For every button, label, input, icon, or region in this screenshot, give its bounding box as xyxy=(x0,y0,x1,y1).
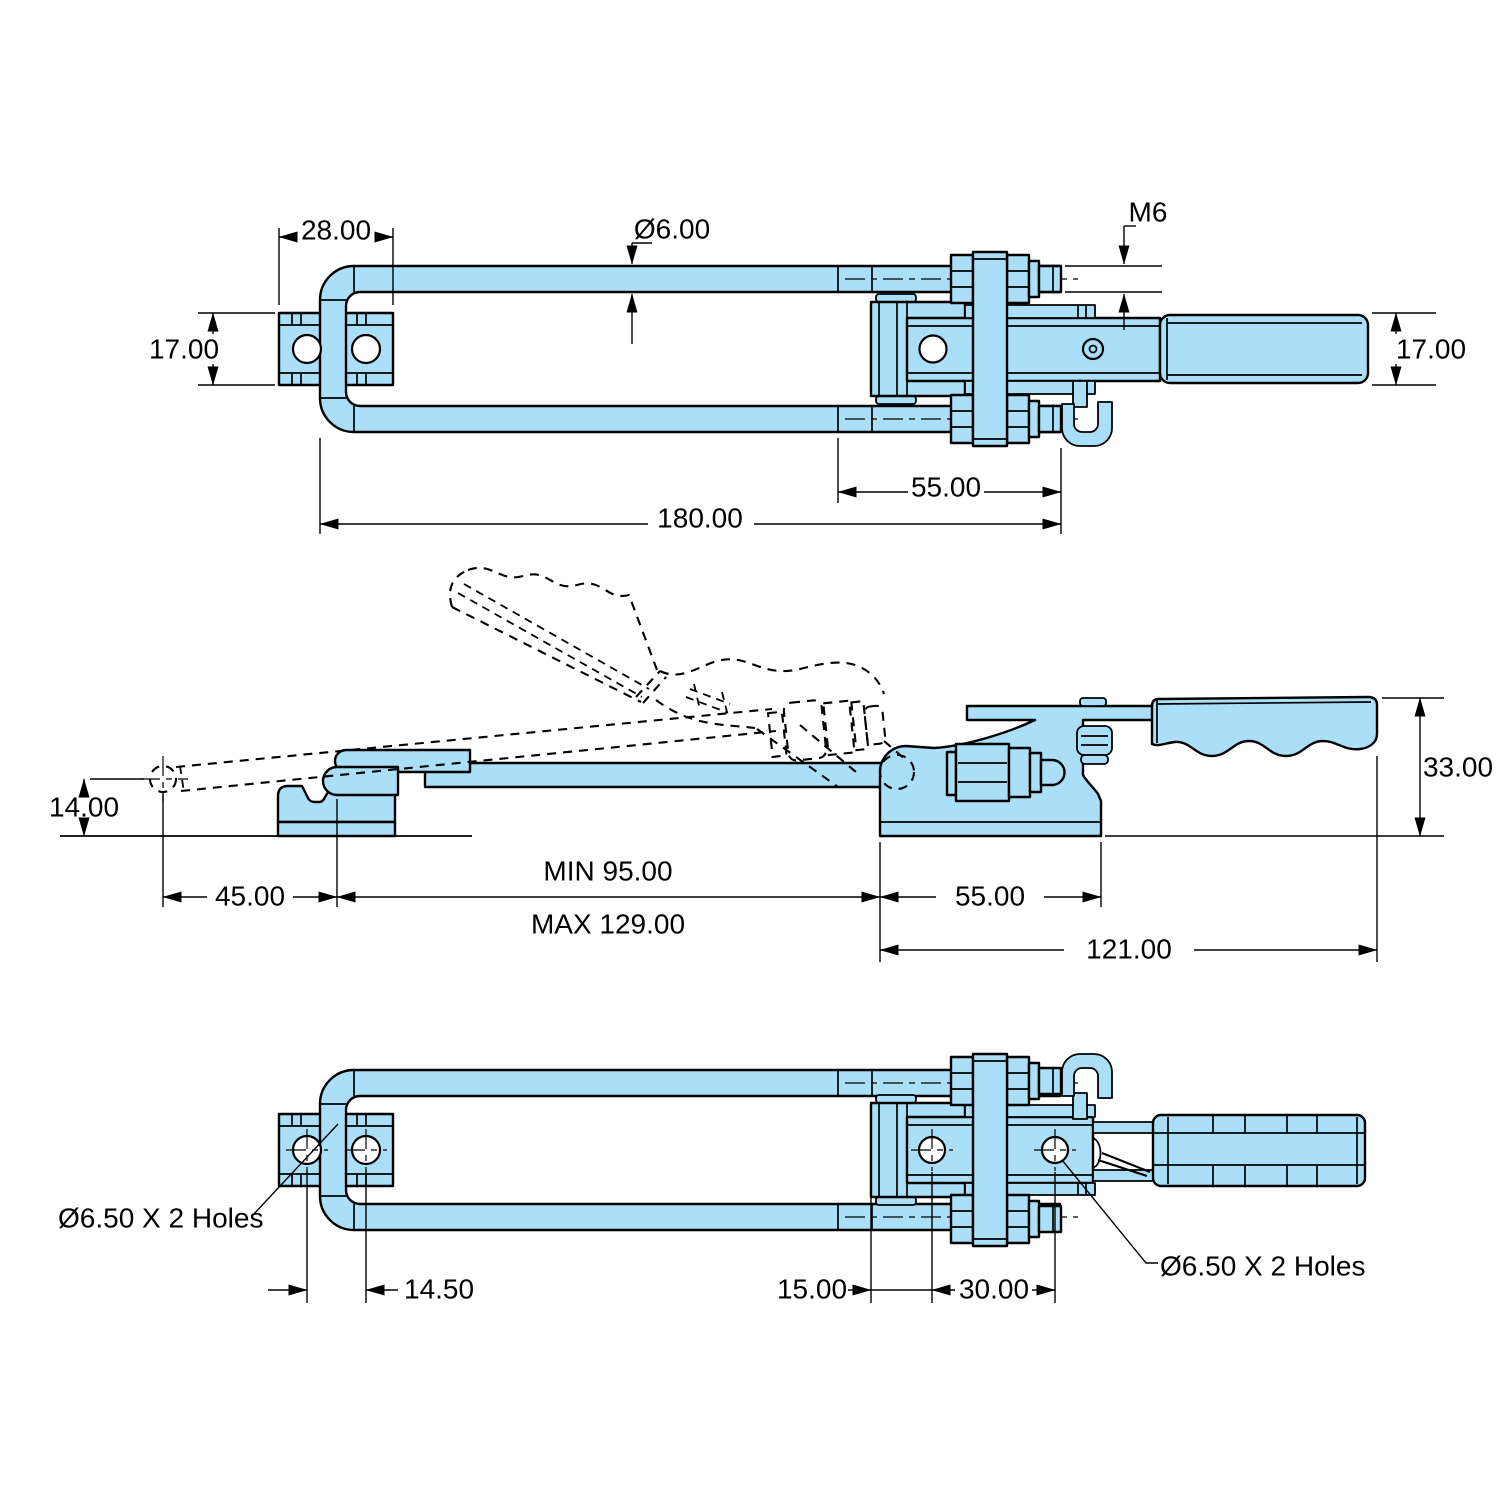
dim-thread-length: 55.00 xyxy=(837,438,1062,534)
spring-clip-side xyxy=(1076,725,1113,765)
dim-bracket-width: 28.00 xyxy=(278,215,394,305)
handle-top xyxy=(1158,313,1370,385)
safety-hook-bottom xyxy=(1061,1053,1113,1120)
dim-bracket-width-text: 28.00 xyxy=(301,215,371,246)
handle-bottom xyxy=(1151,1113,1367,1188)
dim-overall-length: 180.00 xyxy=(319,438,1062,534)
dim-handle-height: 17.00 xyxy=(1372,312,1466,386)
dim-base-hole-offset-text: 15.00 xyxy=(777,1274,847,1305)
adjusting-nuts-side xyxy=(945,742,1066,803)
dim-bracket-height: 17.00 xyxy=(149,312,275,386)
dim-overall-height-text: 33.00 xyxy=(1423,752,1493,783)
dim-base-length: 55.00 xyxy=(879,842,1102,962)
dim-thread-length-text: 55.00 xyxy=(911,472,981,503)
label-keeper-holes: Ø6.50 X 2 Holes xyxy=(58,1123,339,1234)
safety-hook-top xyxy=(1061,380,1113,447)
dim-reach-min-max: MIN 95.00 MAX 129.00 xyxy=(336,856,881,940)
dim-overall-length-text: 180.00 xyxy=(657,503,743,534)
dim-base-holes: 15.00 30.00 xyxy=(777,1172,1056,1305)
dim-bracket-height-text: 17.00 xyxy=(149,334,219,365)
dim-keeper-height-text: 14.00 xyxy=(49,792,119,823)
dim-base-length-text: 55.00 xyxy=(955,881,1025,912)
bottom-view: Ø6.50 X 2 Holes 14.50 15.00 30.00 Ø6.50 … xyxy=(58,1052,1367,1305)
dim-thread-size-text: M6 xyxy=(1129,197,1168,228)
trunnion-hole xyxy=(878,753,916,791)
handle-side xyxy=(1150,695,1379,758)
dim-reach-max-text: MAX 129.00 xyxy=(531,909,685,940)
swing-bolt-nuts-bottom xyxy=(949,1052,1063,1248)
dim-base-hole-spacing-text: 30.00 xyxy=(959,1274,1029,1305)
side-view: 14.00 45.00 MIN 95.00 MAX 129.00 55.00 1… xyxy=(49,566,1493,965)
dim-swing-travel-text: 45.00 xyxy=(215,881,285,912)
open-position-phantom xyxy=(140,566,907,802)
keeper-hole-left xyxy=(291,333,323,365)
top-view: 28.00 Ø6.00 M6 17.00 17. xyxy=(149,197,1466,534)
rivet xyxy=(1081,337,1105,361)
dim-body-length: 121.00 xyxy=(879,756,1378,965)
dim-keeper-hole-spacing-text: 14.50 xyxy=(404,1274,474,1305)
dim-thread-size: M6 xyxy=(1065,197,1168,330)
dim-body-length-text: 121.00 xyxy=(1086,934,1172,965)
dim-keeper-hole-spacing: 14.50 xyxy=(268,1170,474,1305)
latch-body-top xyxy=(869,293,1162,405)
dim-reach-min-text: MIN 95.00 xyxy=(543,856,672,887)
dim-rod-diameter-text: Ø6.00 xyxy=(634,214,710,245)
pivot-pin-hole xyxy=(918,334,948,364)
label-base-holes: Ø6.50 X 2 Holes xyxy=(1061,1159,1365,1282)
keeper-holes-bottom xyxy=(286,1129,387,1171)
dim-swing-travel: 45.00 xyxy=(162,793,338,912)
dim-overall-height: 33.00 xyxy=(1105,697,1493,837)
label-keeper-holes-text: Ø6.50 X 2 Holes xyxy=(58,1203,263,1234)
label-base-holes-text: Ø6.50 X 2 Holes xyxy=(1160,1251,1365,1282)
swing-bolt-nuts-top xyxy=(949,250,1063,448)
dim-rod-diameter: Ø6.00 xyxy=(626,214,710,344)
dim-handle-height-text: 17.00 xyxy=(1396,334,1466,365)
keeper-hole-right xyxy=(350,333,382,365)
dim-keeper-height: 14.00 xyxy=(49,778,144,837)
